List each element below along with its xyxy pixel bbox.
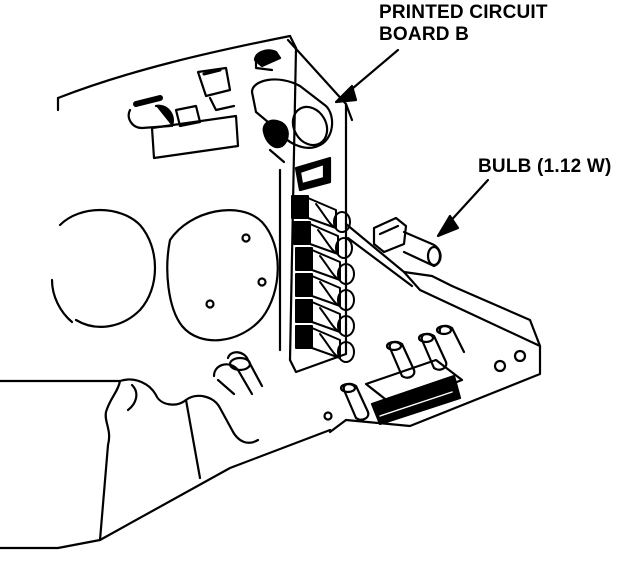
- diode-3: [339, 382, 370, 421]
- printed-circuit-board-b: [278, 38, 355, 374]
- callout-printed-circuit-board-b: PRINTED CIRCUIT BOARD B: [379, 2, 548, 46]
- bulb-illustration: [372, 216, 442, 268]
- bulb-sockets: [291, 195, 355, 363]
- diode-1: [385, 340, 416, 379]
- mounting-stud: [212, 351, 264, 396]
- top-components: [127, 49, 334, 164]
- gauge-housing: [0, 34, 333, 550]
- callout-board-line-2: BOARD B: [379, 24, 470, 45]
- board-b-leader-arrow: [334, 48, 400, 104]
- leader-arrows: [334, 48, 490, 238]
- bulb-leader-arrow: [436, 178, 490, 238]
- horizontal-circuit-board: [328, 222, 542, 434]
- diode-2: [417, 324, 466, 371]
- ic-chip: [364, 358, 464, 426]
- callout-board-line-1: PRINTED CIRCUIT: [379, 2, 548, 23]
- callout-bulb: BULB (1.12 W): [478, 156, 612, 177]
